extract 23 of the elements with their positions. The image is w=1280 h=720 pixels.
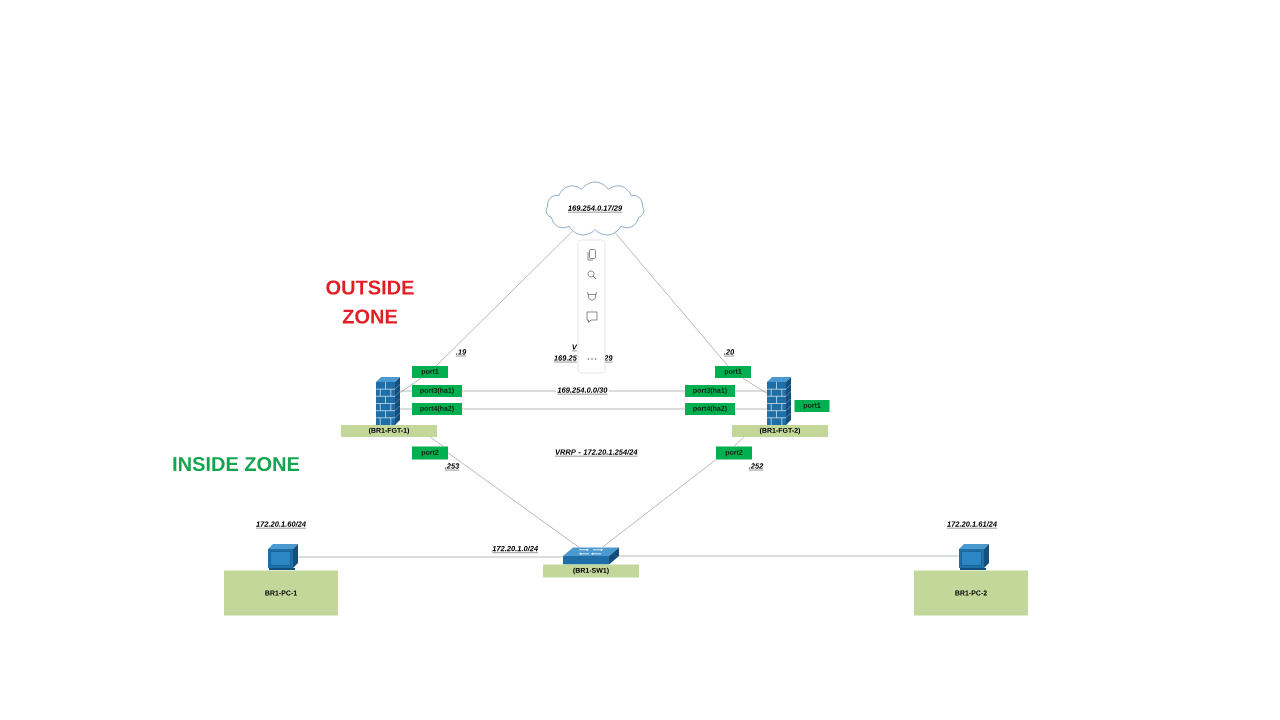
zone-label: OUTSIDE ZONE xyxy=(326,280,414,324)
link-line xyxy=(614,232,729,367)
link-line xyxy=(742,377,768,394)
link-line xyxy=(618,555,960,557)
link-line xyxy=(399,377,422,393)
firewall-icon xyxy=(375,377,401,426)
link-line xyxy=(429,436,444,447)
computer-icon xyxy=(959,544,989,570)
link-line xyxy=(461,408,686,410)
link-line xyxy=(435,230,573,367)
computer-icon xyxy=(268,544,298,570)
link-line xyxy=(399,390,413,392)
zone-label: INSIDE ZONE xyxy=(173,456,300,472)
link-line xyxy=(399,408,413,410)
link-line xyxy=(447,452,580,548)
link-line xyxy=(601,459,717,548)
link-line xyxy=(297,556,564,558)
firewall-icon xyxy=(766,377,792,426)
link-line xyxy=(734,408,768,410)
switch-icon xyxy=(563,547,619,565)
link-line xyxy=(733,436,745,447)
link-line xyxy=(461,390,686,392)
link-line xyxy=(734,390,768,392)
